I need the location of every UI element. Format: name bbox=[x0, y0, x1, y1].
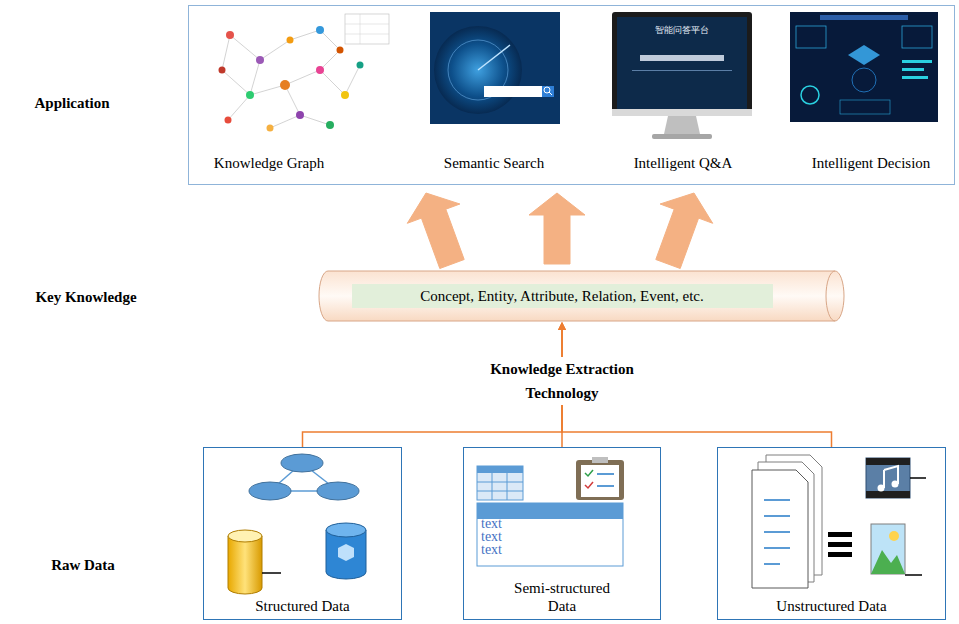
monitor-picture bbox=[612, 12, 752, 139]
semantic-search-picture bbox=[430, 12, 560, 124]
semi-structured-icons bbox=[477, 457, 624, 566]
box-caption: Structured Data bbox=[255, 597, 350, 615]
block-arrow bbox=[407, 193, 464, 269]
unstructured-icons bbox=[752, 455, 926, 588]
sample-text: text bbox=[481, 542, 502, 557]
knowledge-pipe: Concept, Entity, Attribute, Relation, Ev… bbox=[318, 270, 845, 322]
knowledge-graph-picture bbox=[222, 30, 360, 128]
data-box: Structured Data bbox=[203, 447, 402, 620]
edge-label: Knowledge Extraction Technology bbox=[475, 357, 649, 405]
box-caption: Unstructured Data bbox=[776, 597, 886, 615]
block-arrow bbox=[656, 193, 713, 269]
caption: Semantic Search bbox=[444, 154, 544, 172]
knowledge-items: Concept, Entity, Attribute, Relation, Ev… bbox=[420, 287, 841, 305]
caption: Intelligent Decision bbox=[812, 154, 931, 172]
caption: Intelligent Q&A bbox=[634, 154, 733, 172]
box-caption: Semi-structured Data bbox=[506, 579, 618, 615]
row-label: Key Knowledge bbox=[35, 289, 136, 306]
data-box: Unstructured Data bbox=[717, 447, 946, 620]
dashboard-picture bbox=[790, 12, 938, 122]
graph-dots bbox=[219, 14, 390, 132]
screen-title: 智能问答平台 bbox=[655, 26, 709, 36]
application-panel: Knowledge Graph Semantic Search Intelligen… bbox=[188, 5, 955, 185]
caption: Knowledge Graph bbox=[214, 154, 324, 172]
row-label: Raw Data bbox=[51, 557, 115, 574]
structured-icons bbox=[228, 454, 366, 594]
knowledge-band: Concept, Entity, Attribute, Relation, Ev… bbox=[352, 284, 773, 308]
row-label: Application bbox=[34, 95, 109, 112]
block-arrow bbox=[529, 193, 585, 264]
